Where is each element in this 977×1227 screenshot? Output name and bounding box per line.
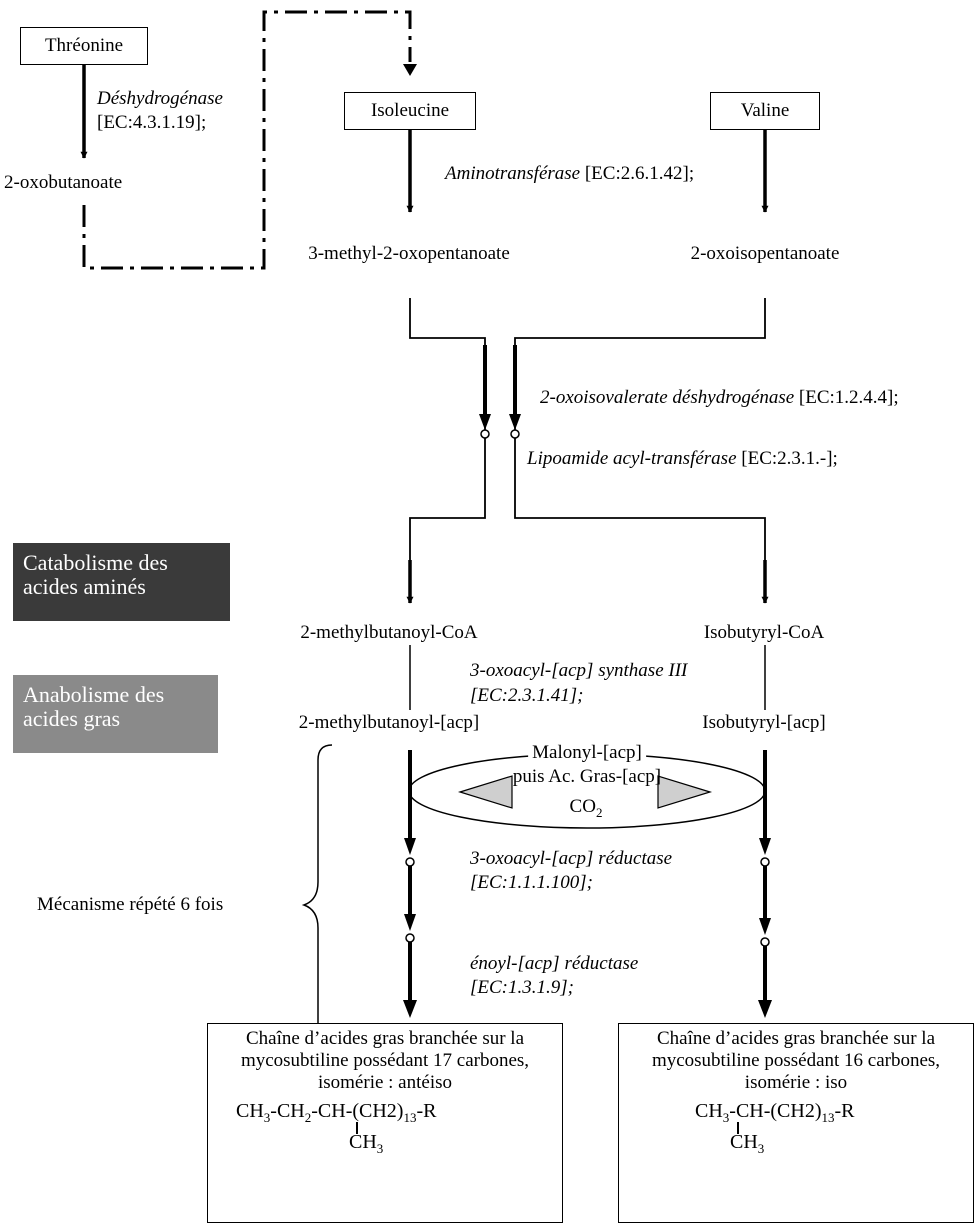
isobutyryl-acp-label: Isobutyryl-[acp] [702,712,826,733]
co2-sub: 2 [595,804,603,820]
path-right-oxoacid [514,298,766,460]
methylbutanoyl-acp-label: 2-methylbutanoyl-[acp] [298,712,480,733]
threonine-label: Thréonine [44,35,124,56]
oxobutanoate-label: 2-oxobutanoate [4,172,123,193]
valine-box: Valine [710,92,820,130]
node-marker [480,429,490,439]
node-marker [510,429,520,439]
anabolism-label: Anabolisme des acides gras [13,675,218,753]
isoleucine-label: Isoleucine [370,100,450,121]
aminotransferase-enzyme: Aminotransférase [EC:2.6.1.42]; [445,163,694,185]
dashdot-link [82,10,412,270]
catabolism-label: Catabolisme des acides aminés [13,543,230,621]
path-to-left-coa [409,460,486,600]
path-left-oxoacid [409,298,486,460]
fatty-acid-acp-label: puis Ac. Gras-[acp] [512,766,662,787]
formula-antiiso: CH3-CH2-CH-(CH2)13-R CH3 [236,1100,437,1156]
final-right-line2: mycosubtiline possédant 16 carbones, [651,1050,941,1071]
valine-label: Valine [740,100,790,121]
anabolism-line2: acides gras [23,706,121,731]
catabolism-line2: acides aminés [23,574,146,599]
oxoisovalerate-name: 2-oxoisovalerate déshydrogénase [540,387,795,408]
path-to-right-coa [514,460,766,600]
dehydrogenase-enzyme: Déshydrogénase [97,88,223,109]
final-left-line3: isomérie : antéiso [317,1072,453,1093]
co2-triangle-left [457,775,513,809]
repeat-brace [301,744,333,1066]
final-box-iso: Chaîne d’acides gras branchée sur la myc… [618,1023,974,1223]
lipoamide-ec: [EC:2.3.1.-]; [741,448,838,469]
reductase-line1: 3-oxoacyl-[acp] réductase [470,848,673,869]
enoyl-line1: énoyl-[acp] réductase [470,953,639,974]
catabolism-line1: Catabolisme des [23,550,168,575]
final-right-line3: isomérie : iso [744,1072,848,1093]
isobutyryl-coa-label: Isobutyryl-CoA [703,622,825,643]
co2-label: CO2 [570,796,603,824]
enoyl-line2: [EC:1.3.1.9]; [470,977,574,998]
threonine-box: Thréonine [20,27,148,65]
co2-base: CO [569,796,596,817]
aminotransferase-ec: [EC:2.6.1.42]; [584,163,695,184]
dehydrogenase-ec: [EC:4.3.1.19]; [97,112,207,133]
reductase-line2: [EC:1.1.1.100]; [470,872,593,893]
formula-iso: CH3-CH-(CH2)13-R CH3 [695,1100,855,1156]
oxoisopentanoate-label: 2-oxoisopentanoate [690,243,840,264]
synthase-line2: [EC:2.3.1.41]; [470,685,584,706]
methyl-oxopentanoate-label: 3-methyl-2-oxopentanoate [308,243,510,264]
oxoisovalerate-ec: [EC:1.2.4.4]; [798,387,899,408]
final-left-line1: Chaîne d’acides gras branchée sur la [245,1028,524,1049]
oxoisovalerate-enzyme: 2-oxoisovalerate déshydrogénase [EC:1.2.… [540,387,899,409]
final-right-line1: Chaîne d’acides gras branchée sur la [656,1028,935,1049]
synthase-line1: 3-oxoacyl-[acp] synthase III [470,660,688,681]
final-left-line2: mycosubtiline possédant 17 carbones, [240,1050,530,1071]
aminotransferase-name: Aminotransférase [445,163,581,184]
final-box-antiiso: Chaîne d’acides gras branchée sur la myc… [207,1023,563,1223]
lipoamide-name: Lipoamide acyl-transférase [527,448,737,469]
repeat-label: Mécanisme répété 6 fois [37,894,224,915]
methylbutanoyl-coa-label: 2-methylbutanoyl-CoA [300,622,478,643]
dashdot-arrowhead [403,64,417,76]
lipoamide-enzyme: Lipoamide acyl-transférase [EC:2.3.1.-]; [527,448,838,470]
co2-triangle-right [657,775,713,809]
anabolism-line1: Anabolisme des [23,682,165,707]
malonyl-label: Malonyl-[acp] [528,742,646,764]
isoleucine-box: Isoleucine [344,92,476,130]
